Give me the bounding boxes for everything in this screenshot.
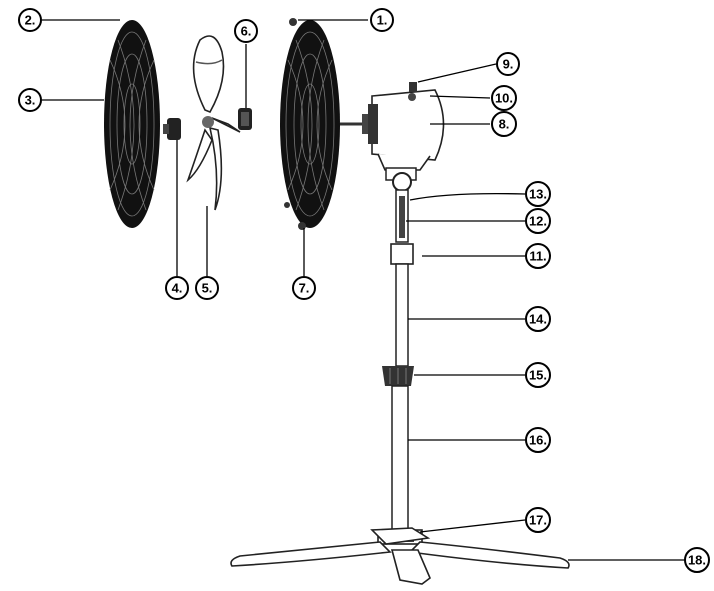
svg-text:10.: 10. xyxy=(495,91,513,106)
callout-14: 14. xyxy=(525,306,551,332)
neck-joint xyxy=(385,167,417,243)
callout-8: 8. xyxy=(491,111,517,137)
callout-16: 16. xyxy=(525,427,551,453)
svg-text:8.: 8. xyxy=(499,117,510,132)
svg-text:14.: 14. xyxy=(529,312,547,327)
callout-1: 1. xyxy=(370,8,394,32)
svg-text:16.: 16. xyxy=(529,433,547,448)
height-collar xyxy=(382,366,414,386)
lower-pole xyxy=(391,385,409,537)
spinner-cap xyxy=(163,118,181,140)
callout-11: 11. xyxy=(525,243,551,269)
svg-text:18.: 18. xyxy=(688,553,706,568)
control-knob xyxy=(390,243,414,265)
svg-text:1.: 1. xyxy=(377,13,388,28)
fan-blade xyxy=(186,35,241,211)
svg-text:4.: 4. xyxy=(172,281,183,296)
leader-13 xyxy=(409,192,526,201)
upper-pole xyxy=(395,263,409,367)
svg-text:15.: 15. xyxy=(529,368,547,383)
callout-18: 18. xyxy=(684,547,710,573)
callout-9: 9. xyxy=(496,52,520,76)
callout-10: 10. xyxy=(491,85,517,111)
leader-10 xyxy=(429,95,491,99)
svg-text:2.: 2. xyxy=(25,13,36,28)
svg-text:11.: 11. xyxy=(529,249,546,264)
callout-13: 13. xyxy=(525,181,551,207)
oscillation-knob xyxy=(409,82,417,92)
callout-7: 7. xyxy=(292,276,316,300)
svg-text:12.: 12. xyxy=(529,214,547,229)
motor-housing xyxy=(340,89,445,171)
svg-text:17.: 17. xyxy=(529,513,547,528)
front-grill xyxy=(280,18,340,230)
svg-text:6.: 6. xyxy=(241,24,252,39)
rear-grill xyxy=(104,20,160,228)
callout-5: 5. xyxy=(195,276,219,300)
leader-17 xyxy=(419,519,526,533)
leader-lines xyxy=(42,19,685,561)
callout-17: 17. xyxy=(525,507,551,533)
svg-text:3.: 3. xyxy=(25,93,36,108)
svg-text:7.: 7. xyxy=(299,281,310,296)
callout-15: 15. xyxy=(525,362,551,388)
cross-base xyxy=(230,527,570,585)
leader-9 xyxy=(417,63,497,83)
callout-4: 4. xyxy=(165,276,189,300)
callout-6: 6. xyxy=(234,19,258,43)
locking-nut xyxy=(238,108,252,130)
callout-3: 3. xyxy=(18,88,42,112)
svg-text:5.: 5. xyxy=(202,281,213,296)
svg-text:9.: 9. xyxy=(503,57,514,72)
callout-2: 2. xyxy=(18,8,42,32)
callout-12: 12. xyxy=(525,208,551,234)
svg-text:13.: 13. xyxy=(529,187,547,202)
